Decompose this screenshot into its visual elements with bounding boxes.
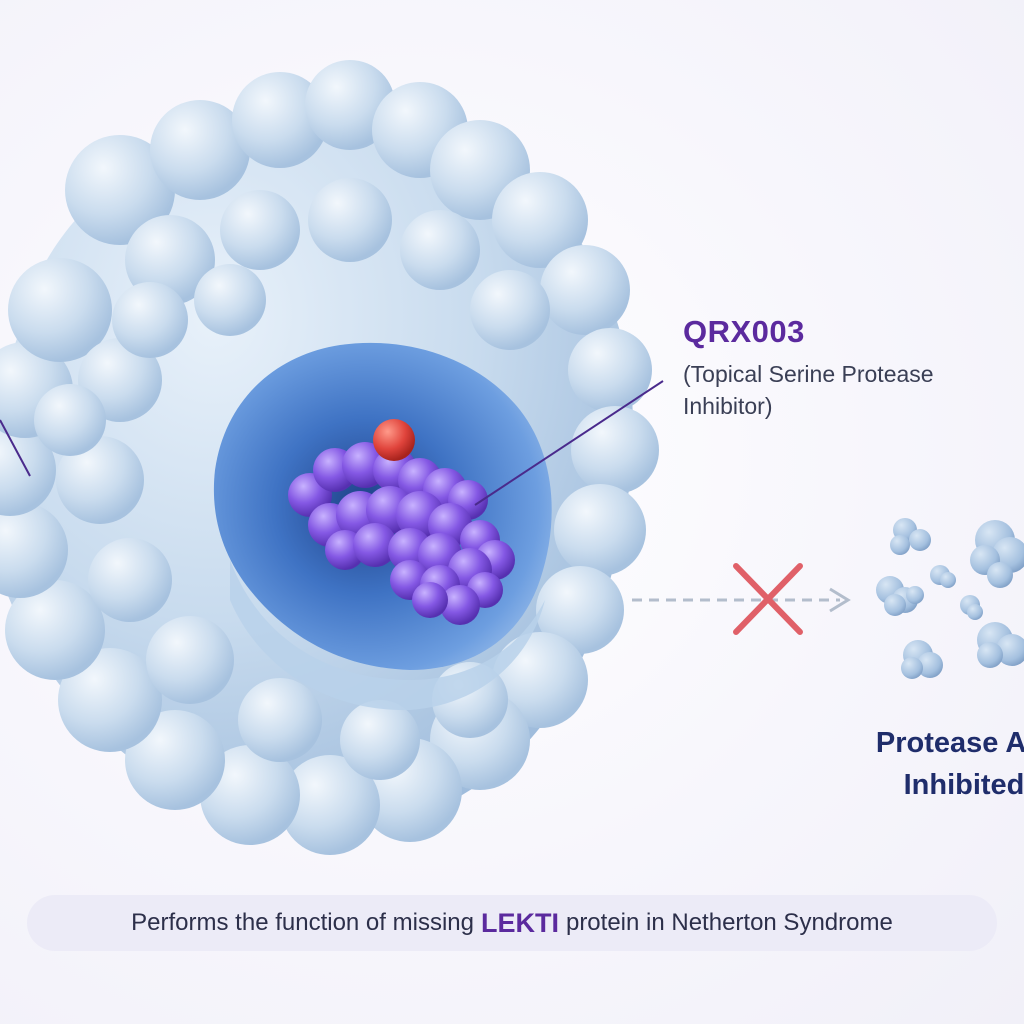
protein-bump xyxy=(150,100,250,200)
protein-bump xyxy=(470,270,550,350)
callout-leader-line xyxy=(474,380,664,506)
protein-bump xyxy=(56,436,144,524)
fragment-piece xyxy=(977,642,1003,668)
protein-bump xyxy=(568,328,652,412)
protein-bump xyxy=(536,566,624,654)
fragment-piece xyxy=(987,562,1013,588)
protein-bump xyxy=(34,384,106,456)
fragment-piece xyxy=(890,535,910,555)
protein-bump xyxy=(220,190,300,270)
footer-suffix: protein in Netherton Syndrome xyxy=(565,909,893,936)
left-leader-line xyxy=(0,419,31,477)
protein-bump xyxy=(8,258,112,362)
protein-bump xyxy=(308,178,392,262)
fragment-piece xyxy=(884,594,906,616)
protein-bump xyxy=(540,245,630,335)
footer-prefix: Performs the function of missing xyxy=(131,909,474,936)
molecule-atom xyxy=(440,585,480,625)
protein-bump xyxy=(280,755,380,855)
blocked-arrow xyxy=(632,587,851,613)
drug-description: (Topical Serine Protease Inhibitor) xyxy=(683,361,934,419)
protein-bump xyxy=(58,648,162,752)
protein-bump xyxy=(5,580,105,680)
protein-bump xyxy=(238,678,322,762)
protein-bump xyxy=(65,135,175,245)
protein-bump xyxy=(492,172,588,268)
result-label: Protease Act Inhibited xyxy=(834,722,1024,806)
protein-bump xyxy=(400,210,480,290)
footer-banner: Performs the function of missing LEKTI p… xyxy=(27,895,997,951)
fragment-piece xyxy=(901,657,923,679)
protein-bump xyxy=(146,616,234,704)
drug-name: QRX003 xyxy=(683,314,805,349)
fragment-piece xyxy=(917,652,943,678)
molecule-atom xyxy=(353,523,397,567)
protein-bump xyxy=(125,710,225,810)
fragment-piece xyxy=(967,604,983,620)
fragment-piece xyxy=(940,572,956,588)
result-line-1: Protease Act xyxy=(875,727,1024,759)
fragment-piece xyxy=(906,586,924,604)
protein-bump xyxy=(554,484,646,576)
protein-bump xyxy=(232,72,328,168)
protein-bump xyxy=(88,538,172,622)
fragment-piece xyxy=(909,529,931,551)
fragment-piece xyxy=(996,634,1024,666)
protein-bump xyxy=(0,502,68,598)
protein-bump xyxy=(340,700,420,780)
molecule-atom xyxy=(412,582,448,618)
protein-bump xyxy=(194,264,266,336)
result-line-2: Inhibited xyxy=(903,769,1024,801)
protein-bump xyxy=(571,406,659,494)
protein-fragment-icon xyxy=(876,518,1024,679)
molecule-atom-oxygen xyxy=(373,419,415,461)
x-mark-icon xyxy=(733,563,803,635)
footer-highlight: LEKTI xyxy=(480,907,559,938)
protein-bump xyxy=(112,282,188,358)
protein-bump xyxy=(200,745,300,845)
inhibitor-molecule-icon xyxy=(288,419,515,625)
